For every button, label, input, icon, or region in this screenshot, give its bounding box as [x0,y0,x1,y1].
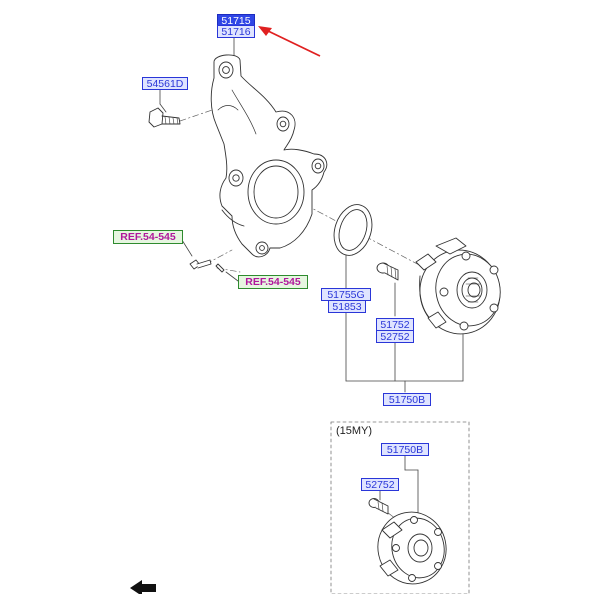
variant-frame [330,421,470,594]
part-number-54561d[interactable]: 54561D [142,77,188,90]
variant-label: (15MY) [336,425,373,437]
reference-link-lower[interactable]: REF.54-545 [238,275,308,289]
part-number-51752[interactable]: 51752 [376,318,414,331]
part-number-51715[interactable]: 51715 [217,14,255,27]
variant-hub-bolt [368,498,389,515]
small-pin [215,263,225,273]
variant-part-number-52752[interactable]: 52752 [361,478,399,491]
part-number-52752[interactable]: 52752 [376,330,414,343]
leader-lines [159,36,464,521]
part-number-51716[interactable]: 51716 [217,25,255,38]
steering-knuckle [210,54,328,258]
knuckle-bolt [148,107,181,128]
part-number-51853[interactable]: 51853 [328,300,366,313]
front-direction-arrow-icon [130,580,156,594]
variant-part-number-51750b[interactable]: 51750B [381,443,429,456]
part-number-51750b[interactable]: 51750B [383,393,431,406]
reference-link-upper[interactable]: REF.54-545 [113,230,183,244]
part-number-51755g[interactable]: 51755G [321,288,371,301]
dust-cover-ring [333,204,373,256]
small-screw [189,259,212,270]
red-arrow-icon [258,26,321,57]
wheel-hub-assembly [415,237,501,335]
hub-bolt [376,262,399,281]
variant-wheel-hub-assembly [377,511,447,585]
